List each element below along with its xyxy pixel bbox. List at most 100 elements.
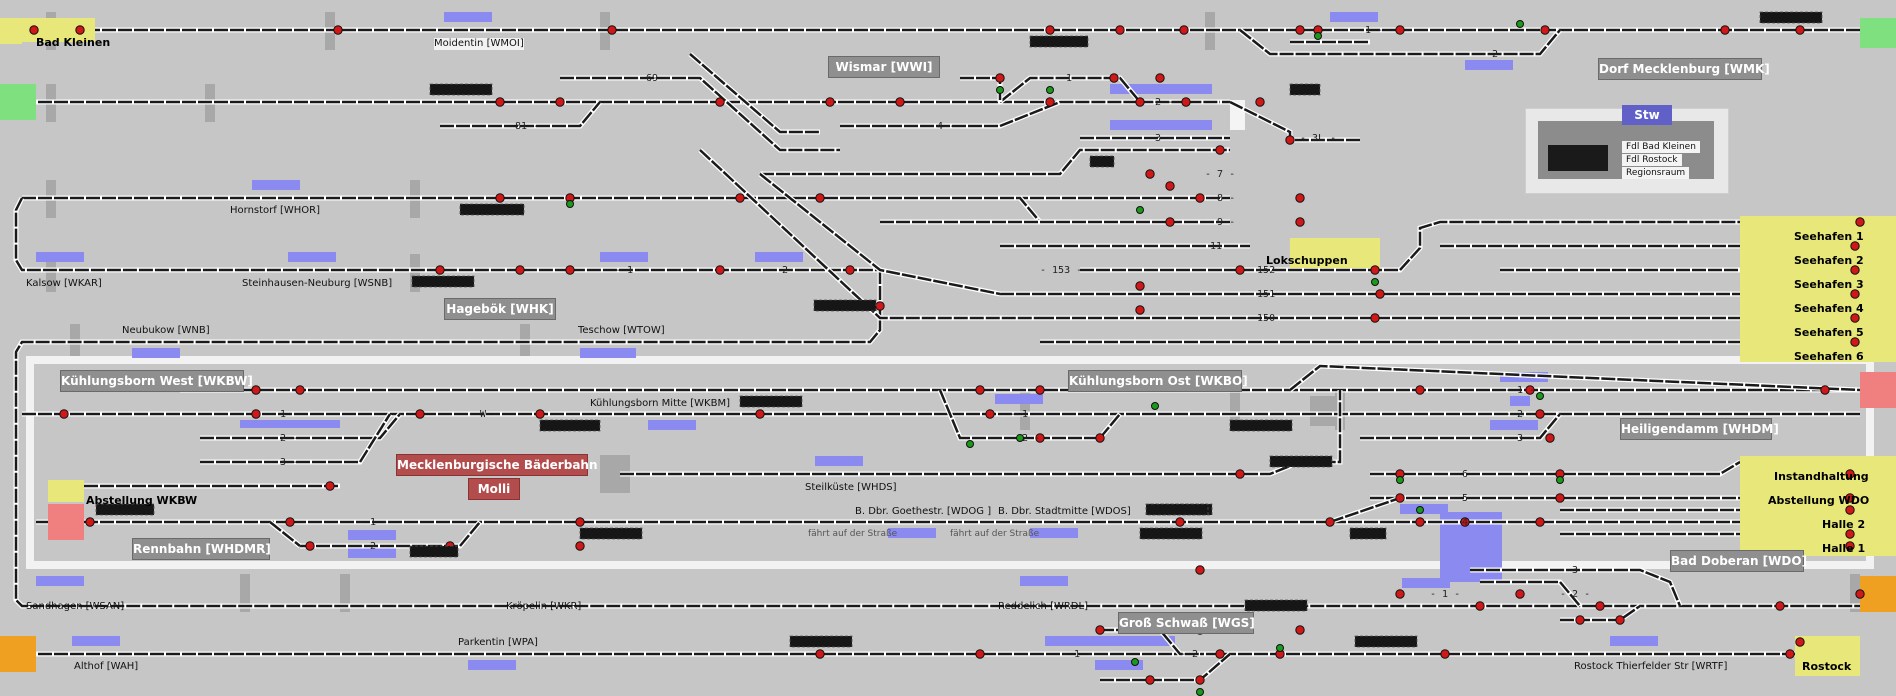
- track-rail[interactable]: [1480, 580, 1581, 607]
- signal-light[interactable]: [1045, 97, 1055, 107]
- signal-light-green[interactable]: [1396, 476, 1404, 484]
- signal-light[interactable]: [755, 409, 765, 419]
- station-kuehlungsborn-ost[interactable]: Kühlungsborn Ost [WKBO]: [1068, 370, 1248, 392]
- signal-light[interactable]: [1845, 469, 1855, 479]
- signal-light-green[interactable]: [1131, 658, 1139, 666]
- signal-light[interactable]: [1145, 675, 1155, 685]
- signal-light-green[interactable]: [1516, 20, 1524, 28]
- track-rail[interactable]: [269, 521, 301, 547]
- signal-light[interactable]: [1195, 675, 1205, 685]
- exit-seehafen-1[interactable]: Seehafen 1: [1794, 230, 1864, 243]
- signal-light[interactable]: [29, 25, 39, 35]
- signal-light[interactable]: [845, 265, 855, 275]
- signal-light[interactable]: [995, 73, 1005, 83]
- signal-light[interactable]: [1855, 217, 1865, 227]
- signal-light[interactable]: [1850, 313, 1860, 323]
- block-indicator[interactable]: [539, 419, 601, 432]
- signal-light[interactable]: [1720, 25, 1730, 35]
- signal-light[interactable]: [1395, 493, 1405, 503]
- track-rail[interactable]: [560, 76, 840, 152]
- signal-light[interactable]: [555, 97, 565, 107]
- exit-seehafen-6[interactable]: Seehafen 6: [1794, 350, 1864, 363]
- block-indicator[interactable]: [579, 527, 643, 540]
- signal-light[interactable]: [1370, 265, 1380, 275]
- track-rail[interactable]: [689, 53, 820, 134]
- signal-light[interactable]: [1155, 73, 1165, 83]
- signal-light[interactable]: [1295, 625, 1305, 635]
- signal-light[interactable]: [1535, 409, 1545, 419]
- signal-light[interactable]: [1850, 265, 1860, 275]
- exit-instandhaltung[interactable]: Instandhaltung: [1774, 470, 1869, 483]
- block-indicators[interactable]: [95, 11, 1823, 648]
- station-molli[interactable]: Molli: [468, 478, 520, 500]
- signals[interactable]: [29, 20, 1865, 696]
- signal-light[interactable]: [1285, 135, 1295, 145]
- signal-light-green[interactable]: [1276, 644, 1284, 652]
- exit-abstellung-wdo[interactable]: Abstellung WDO: [1768, 494, 1870, 507]
- exit-bad-kleinen[interactable]: Bad Kleinen: [36, 36, 111, 49]
- signal-light[interactable]: [251, 385, 261, 395]
- signal-light[interactable]: [895, 97, 905, 107]
- signal-light[interactable]: [1855, 589, 1865, 599]
- signal-light[interactable]: [1850, 289, 1860, 299]
- signal-light-green[interactable]: [1416, 506, 1424, 514]
- signal-light[interactable]: [295, 385, 305, 395]
- signal-light[interactable]: [875, 301, 885, 311]
- signal-light[interactable]: [1575, 615, 1585, 625]
- block-indicator[interactable]: [409, 545, 459, 558]
- signal-light[interactable]: [325, 481, 335, 491]
- signal-light[interactable]: [1235, 469, 1245, 479]
- signal-light[interactable]: [1165, 217, 1175, 227]
- signal-light[interactable]: [59, 409, 69, 419]
- block-indicator[interactable]: [95, 503, 155, 516]
- signal-light[interactable]: [1515, 589, 1525, 599]
- block-indicator[interactable]: [789, 635, 853, 648]
- track-rail[interactable]: [840, 76, 1141, 104]
- signal-light-green[interactable]: [1136, 206, 1144, 214]
- exit-seehafen-2[interactable]: Seehafen 2: [1794, 254, 1864, 267]
- station-dorf-mecklenburg[interactable]: Dorf Mecklenburg [WMK]: [1598, 58, 1770, 80]
- signal-light[interactable]: [1195, 565, 1205, 575]
- track-rail[interactable]: [200, 413, 392, 464]
- track-rail[interactable]: [960, 76, 1002, 102]
- exit-seehafen-4[interactable]: Seehafen 4: [1794, 302, 1864, 315]
- station-bad-doberan[interactable]: Bad Doberan [WDO]: [1670, 550, 1807, 572]
- signal-light[interactable]: [1555, 493, 1565, 503]
- signal-light[interactable]: [1325, 517, 1335, 527]
- signal-light-green[interactable]: [966, 440, 974, 448]
- block-indicator[interactable]: [1349, 527, 1387, 540]
- block-indicator[interactable]: [1289, 83, 1321, 96]
- signal-light[interactable]: [1215, 145, 1225, 155]
- signal-light-green[interactable]: [1046, 86, 1054, 94]
- signal-light[interactable]: [1195, 193, 1205, 203]
- signal-light[interactable]: [1035, 433, 1045, 443]
- track-rail[interactable]: [760, 148, 1230, 176]
- signal-light-green[interactable]: [1556, 476, 1564, 484]
- signal-light[interactable]: [1595, 601, 1605, 611]
- signal-light[interactable]: [1615, 615, 1625, 625]
- signal-light[interactable]: [565, 265, 575, 275]
- signal-light[interactable]: [251, 409, 261, 419]
- signal-light[interactable]: [975, 649, 985, 659]
- signal-light-green[interactable]: [1536, 392, 1544, 400]
- signal-light[interactable]: [1785, 649, 1795, 659]
- signal-light[interactable]: [515, 265, 525, 275]
- signal-light[interactable]: [1109, 73, 1119, 83]
- signal-light[interactable]: [305, 541, 315, 551]
- signal-light[interactable]: [1370, 313, 1380, 323]
- exit-abstellung-wkbw[interactable]: Abstellung WKBW: [86, 494, 198, 507]
- signal-light[interactable]: [815, 193, 825, 203]
- signal-light[interactable]: [495, 193, 505, 203]
- signal-light[interactable]: [75, 25, 85, 35]
- signal-light[interactable]: [1045, 25, 1055, 35]
- track-rail[interactable]: [938, 389, 1121, 440]
- signal-light[interactable]: [1440, 649, 1450, 659]
- signal-light[interactable]: [1845, 493, 1855, 503]
- signal-light[interactable]: [1850, 241, 1860, 251]
- signal-light[interactable]: [1395, 589, 1405, 599]
- signal-light[interactable]: [1845, 529, 1855, 539]
- exit-halle-1[interactable]: Halle 1: [1822, 542, 1866, 555]
- block-indicator[interactable]: [1244, 599, 1308, 612]
- track-rail[interactable]: [759, 173, 1001, 296]
- signal-light[interactable]: [1540, 25, 1550, 35]
